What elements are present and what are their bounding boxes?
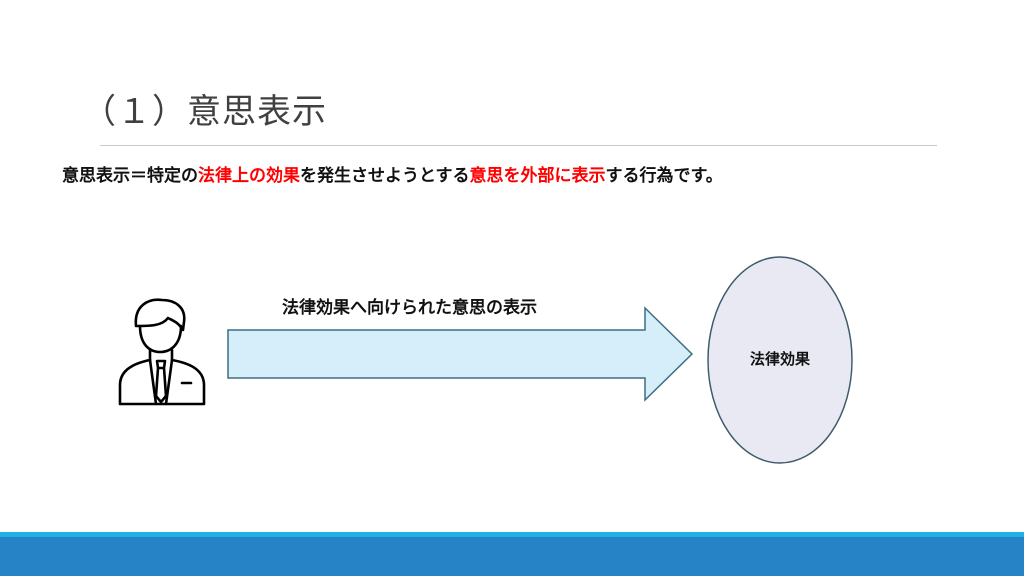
footer-bar (0, 537, 1024, 576)
definition-part: 意思表示＝特定の (62, 166, 198, 186)
arrow-label: 法律効果へ向けられた意思の表示 (282, 298, 537, 318)
highlight-legal-effect: 法律上の効果 (198, 166, 300, 186)
definition-part: する行為です。 (605, 166, 723, 186)
footer-accent-bar (0, 532, 1024, 537)
definition-part: を発生させようとする (300, 166, 470, 186)
legal-effect-label: 法律効果 (749, 350, 810, 368)
slide-title: （１）意思表示 (82, 92, 327, 132)
businessman-icon (118, 298, 206, 406)
title-divider (100, 145, 937, 146)
legal-effect-ellipse (707, 256, 853, 464)
highlight-intent: 意思を外部に表示 (469, 166, 606, 186)
intent-arrow (227, 306, 694, 402)
definition-text: 意思表示＝特定の法律上の効果を発生させようとする意思を外部に表示する行為です。 (62, 161, 723, 186)
